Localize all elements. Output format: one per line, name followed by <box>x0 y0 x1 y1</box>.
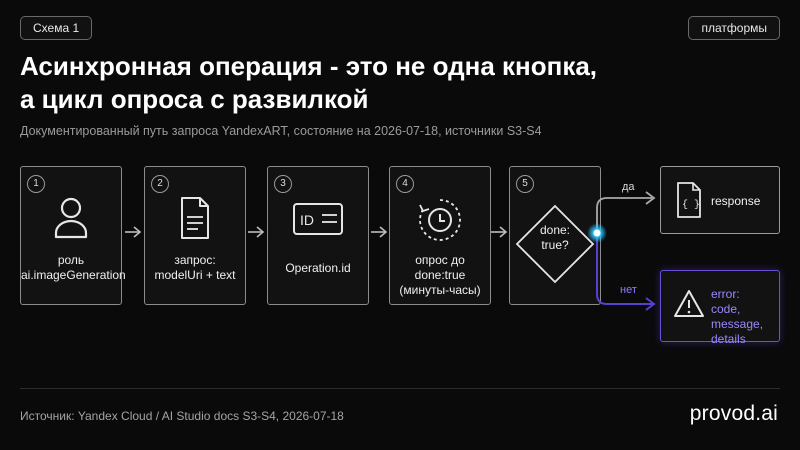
footer-divider <box>20 388 780 389</box>
yes-branch-label: да <box>622 181 635 193</box>
step-label-2: запрос:modelUri + text <box>154 253 236 282</box>
arrow-right-icon <box>491 226 508 238</box>
source-note: Источник: Yandex Cloud / AI Studio docs … <box>20 409 344 423</box>
error-label: error:code, message,details <box>711 287 764 346</box>
warning-icon <box>673 289 705 324</box>
response-label: response <box>711 194 761 208</box>
step-number-2: 2 <box>151 175 169 193</box>
svg-text:ID: ID <box>300 212 314 228</box>
title-line-2: а цикл опроса с развилкой <box>20 84 369 114</box>
step-label-3: Operation.id <box>285 261 351 275</box>
json-document-icon: { } <box>675 181 703 224</box>
svg-text:{ }: { } <box>682 199 700 211</box>
step-number-1: 1 <box>27 175 45 193</box>
subtitle: Документированный путь запроса YandexART… <box>20 124 542 138</box>
arrow-right-icon <box>125 226 142 238</box>
step-card-3: 3 ID Operation.id <box>267 166 369 305</box>
platform-tag: платформы <box>688 16 780 40</box>
step-number-3: 3 <box>274 175 292 193</box>
document-icon <box>145 195 245 245</box>
step-label-5: done:true? <box>539 223 571 252</box>
step-card-2: 2 запрос:modelUri + text <box>144 166 246 305</box>
id-card-icon: ID <box>268 195 368 245</box>
user-icon <box>21 195 121 245</box>
response-card: { } response <box>660 166 780 234</box>
brand-logo: provod.ai <box>689 402 778 425</box>
no-branch-label: нет <box>620 284 637 296</box>
scheme-tag: Схема 1 <box>20 16 93 40</box>
arrow-right-icon <box>371 226 388 238</box>
error-card: error:code, message,details <box>660 270 780 346</box>
title-line-1: Асинхронная операция - это не одна кнопк… <box>20 51 598 81</box>
step-number-5: 5 <box>516 175 534 193</box>
clock-refresh-icon <box>390 195 490 245</box>
step-number-4: 4 <box>396 175 414 193</box>
arrow-right-icon <box>248 226 265 238</box>
decision-diamond-icon <box>514 203 596 285</box>
yes-branch-line <box>596 197 652 233</box>
step-card-5: 5 done:true? <box>509 166 601 305</box>
no-branch-line <box>596 233 652 305</box>
page-title: Асинхронная операция - это не одна кнопк… <box>20 50 740 116</box>
